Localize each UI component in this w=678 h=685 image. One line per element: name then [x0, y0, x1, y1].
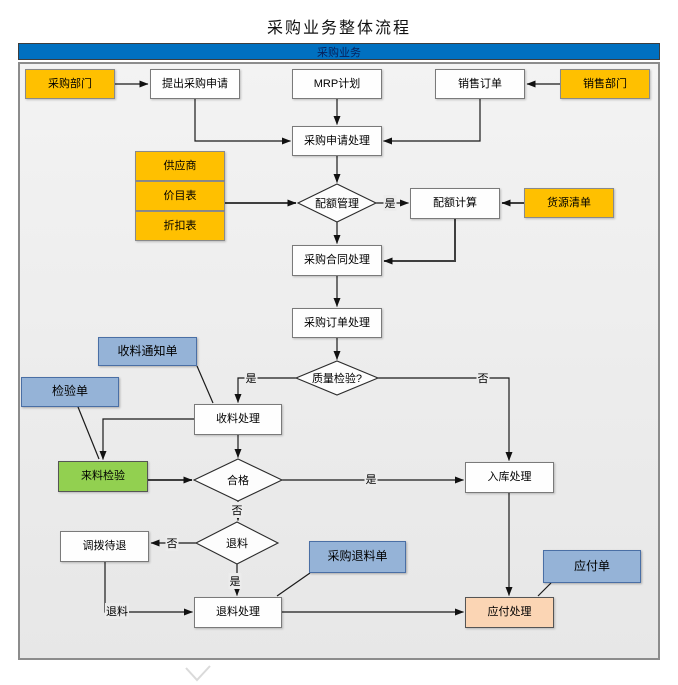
- node-discount-table: 折扣表: [135, 211, 225, 241]
- edge-label-qualified-no: 否: [230, 502, 244, 518]
- node-supply-source-list: 货源清单: [524, 188, 614, 218]
- note-purchase-return-sheet: 采购退料单: [309, 541, 406, 573]
- node-mrp-plan: MRP计划: [292, 69, 382, 99]
- decision-qualified: 合格: [227, 475, 249, 487]
- node-purchase-order-processing: 采购订单处理: [292, 308, 382, 338]
- node-incoming-inspection: 来料检验: [58, 461, 148, 492]
- decision-quota-management: 配额管理: [315, 198, 359, 210]
- decision-return-material: 退料: [226, 538, 248, 550]
- edge-label-return-yes: 是: [228, 573, 242, 589]
- note-inspection-sheet: 检验单: [21, 377, 119, 407]
- node-receiving-processing: 收料处理: [194, 404, 282, 435]
- edge-label-inspection-yes: 是: [244, 370, 258, 386]
- edge-label-return-line: 退料: [105, 603, 129, 619]
- page-title: 采购业务整体流程: [266, 20, 411, 37]
- node-transfer-pending-return: 调拨待退: [60, 531, 149, 562]
- note-receiving-notice: 收料通知单: [98, 337, 197, 366]
- node-quota-calculation: 配额计算: [410, 188, 500, 219]
- node-submit-purchase-request: 提出采购申请: [150, 69, 240, 99]
- watermark-fragment: [185, 665, 211, 682]
- note-payable-sheet: 应付单: [543, 550, 641, 583]
- node-supplier: 供应商: [135, 151, 225, 181]
- node-price-list: 价目表: [135, 181, 225, 211]
- node-payable-processing: 应付处理: [465, 597, 554, 628]
- node-purchase-request-processing: 采购申请处理: [292, 126, 382, 156]
- decision-quality-inspection: 质量检验?: [311, 373, 363, 385]
- edge-label-quota-yes: 是: [383, 195, 397, 211]
- node-sales-dept: 销售部门: [560, 69, 650, 99]
- edge-label-return-no: 否: [165, 535, 179, 551]
- node-sales-order: 销售订单: [435, 69, 525, 99]
- edge-label-inspection-no: 否: [476, 370, 490, 386]
- header-bar: 采购业务: [18, 43, 660, 60]
- edge-label-qualified-yes: 是: [364, 471, 378, 487]
- node-warehousing-processing: 入库处理: [465, 462, 554, 493]
- node-purchase-contract-processing: 采购合同处理: [292, 245, 382, 276]
- node-purchasing-dept: 采购部门: [25, 69, 115, 99]
- node-return-processing: 退料处理: [194, 597, 282, 628]
